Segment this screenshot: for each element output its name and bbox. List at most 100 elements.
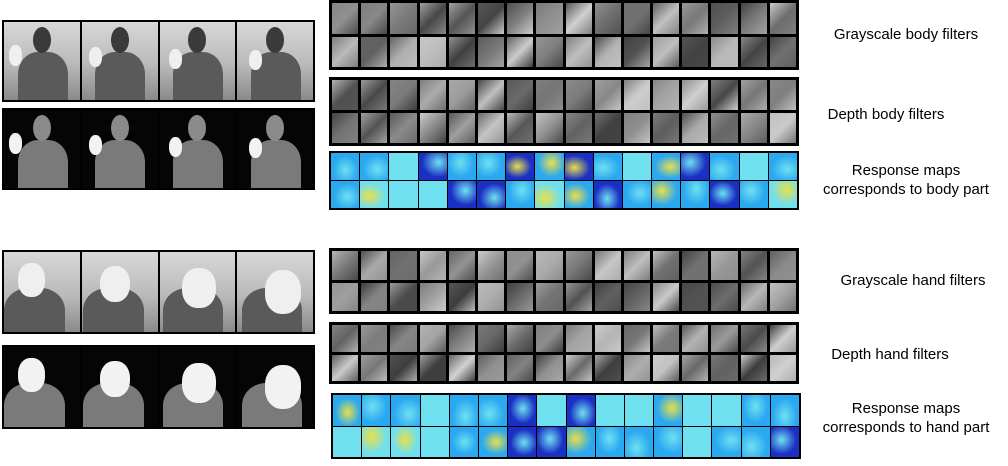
- hand-response-map-cell: [566, 426, 595, 457]
- grayscale-hand-filter-cell: [507, 251, 534, 280]
- depth-hand-frame: [237, 347, 313, 427]
- grayscale-body-filter-cell: [390, 36, 417, 67]
- body-response-map-cell: [710, 153, 739, 180]
- grayscale-hand-filter-cell: [682, 251, 709, 280]
- depth-body-filter-cell: [507, 80, 534, 110]
- hand-response-map-cell: [537, 395, 566, 426]
- hand-response-map-cell: [683, 395, 712, 426]
- hand-response-map-cell: [391, 426, 420, 457]
- grayscale-hand-frames: [2, 250, 315, 334]
- body-response-map-cell: [652, 153, 681, 180]
- grayscale-body-filter-cell: [711, 3, 738, 34]
- body-response-map-cell: [506, 181, 535, 208]
- grayscale-body-filter-cell: [332, 36, 359, 67]
- depth-body-filter-cell: [653, 80, 680, 110]
- grayscale-body-filter-cell: [390, 3, 417, 34]
- grayscale-body-filter-cell: [507, 36, 534, 67]
- depth-hand-filter-cell: [711, 325, 738, 352]
- grayscale-hand-frame: [237, 252, 313, 332]
- grayscale-hand-filter-cell: [477, 251, 505, 280]
- grayscale-body-filter-cell: [594, 36, 621, 67]
- depth-hand-filter-cell: [653, 325, 680, 352]
- person-silhouette: [17, 51, 68, 100]
- head-shape: [188, 114, 207, 142]
- grayscale-body-filter-cell: [594, 3, 621, 34]
- grayscale-body-filter-cell: [477, 3, 505, 34]
- depth-body-filter-cell: [565, 113, 592, 143]
- depth-hand-frame: [4, 347, 80, 427]
- body-response-map-cell: [710, 181, 739, 208]
- hand-shape: [8, 45, 23, 66]
- body-response-map-cell: [768, 153, 797, 180]
- grayscale-hand-frame: [4, 252, 80, 332]
- depth-body-filter-cell: [740, 80, 767, 110]
- depth-hand-filter-cell: [477, 354, 505, 381]
- grayscale-hand-filter-cell: [711, 282, 738, 311]
- grayscale-body-filter-grid: [329, 0, 799, 70]
- depth-hand-filter-cell: [419, 354, 446, 381]
- depth-hand-filter-cell: [448, 325, 475, 352]
- hand-shape: [168, 136, 183, 157]
- grayscale-body-frames: [2, 20, 315, 102]
- grayscale-hand-filter-cell: [653, 251, 680, 280]
- depth-hand-filter-cell: [390, 325, 417, 352]
- hand-shape: [248, 50, 263, 71]
- grayscale-body-filters-label: Grayscale body filters: [833, 26, 979, 43]
- depth-hand-filter-cell: [565, 354, 592, 381]
- grayscale-hand-filters-label: Grayscale hand filters: [840, 272, 986, 289]
- depth-body-filter-cell: [594, 80, 621, 110]
- grayscale-hand-filter-cell: [448, 251, 475, 280]
- grayscale-body-filter-cell: [361, 3, 388, 34]
- body-response-map-cell: [389, 181, 418, 208]
- depth-body-filter-cell: [361, 80, 388, 110]
- grayscale-body-filter-cell: [623, 3, 651, 34]
- hand-response-map-cell: [683, 426, 712, 457]
- grayscale-body-filter-cell: [361, 36, 388, 67]
- body-response-map-cell: [739, 153, 768, 180]
- body-response-map-cell: [768, 181, 797, 208]
- hand-response-map-cell: [508, 426, 537, 457]
- depth-hand-filter-cell: [565, 325, 592, 352]
- body-response-map-cell: [593, 153, 622, 180]
- hand-response-maps-label-line1: Response maps: [851, 400, 961, 417]
- grayscale-hand-filter-cell: [507, 282, 534, 311]
- depth-body-frames: [2, 108, 315, 190]
- grayscale-body-filter-cell: [653, 36, 680, 67]
- depth-body-filter-cell: [653, 113, 680, 143]
- body-response-map-cell: [331, 181, 360, 208]
- head-shape: [32, 26, 51, 54]
- grayscale-hand-filter-cell: [536, 251, 563, 280]
- grayscale-body-filter-cell: [507, 3, 534, 34]
- body-response-map-cell: [622, 153, 652, 180]
- grayscale-hand-filter-cell: [769, 251, 796, 280]
- grayscale-hand-filter-cell: [623, 251, 651, 280]
- head-shape: [188, 26, 207, 54]
- grayscale-body-filter-cell: [682, 36, 709, 67]
- depth-hand-filter-cell: [594, 354, 621, 381]
- hand-shape: [182, 268, 216, 308]
- hand-shape: [168, 48, 183, 69]
- grayscale-body-filter-cell: [477, 36, 505, 67]
- depth-body-filter-cell: [536, 113, 563, 143]
- body-response-map-cell: [681, 181, 710, 208]
- depth-body-filter-cell: [769, 113, 796, 143]
- grayscale-body-filter-cell: [653, 3, 680, 34]
- body-response-map-cell: [593, 181, 622, 208]
- grayscale-hand-filter-cell: [623, 282, 651, 311]
- hand-response-map-cell: [420, 426, 449, 457]
- hand-response-map-cell: [770, 426, 799, 457]
- body-response-maps-label: Response maps corresponds to body part: [806, 161, 1006, 199]
- grayscale-body-filter-cell: [623, 36, 651, 67]
- hand-response-map-cell: [741, 395, 770, 426]
- hand-shape: [99, 360, 131, 398]
- grayscale-body-filter-cell: [565, 36, 592, 67]
- body-response-map-cell: [535, 181, 564, 208]
- hand-shape: [248, 138, 263, 159]
- body-response-map-grid: [329, 151, 799, 210]
- grayscale-body-filter-cell: [565, 3, 592, 34]
- hand-response-map-cell: [566, 395, 595, 426]
- grayscale-body-filter-cell: [711, 36, 738, 67]
- body-response-maps-label-line1: Response maps: [851, 162, 961, 179]
- hand-response-map-cell: [362, 395, 391, 426]
- hand-response-map-cell: [595, 426, 624, 457]
